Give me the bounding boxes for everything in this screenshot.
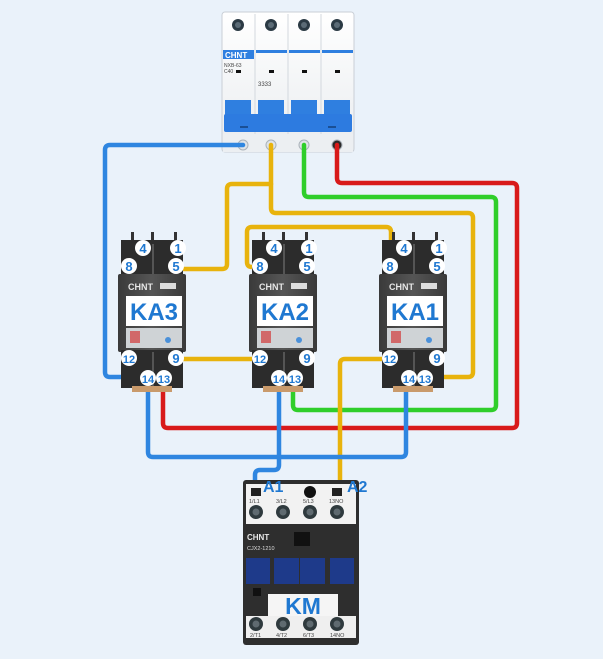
contactor-model: CJX2-1210 xyxy=(247,546,275,552)
breaker-rating: C40 xyxy=(224,69,233,75)
terminal-badge xyxy=(299,350,315,366)
terminal-label: 5/L3 xyxy=(303,499,314,505)
breaker-toggle[interactable] xyxy=(224,100,352,132)
terminal-badge xyxy=(266,240,282,256)
terminal-badge xyxy=(170,240,186,256)
contactor-label: KM xyxy=(285,593,321,619)
relay-brand: CHNT xyxy=(128,282,153,292)
wire-yellow xyxy=(177,142,274,272)
terminal-label: 1/L1 xyxy=(249,499,260,505)
wire-yellow xyxy=(337,356,393,495)
terminal-badge xyxy=(299,258,315,274)
terminal-number-13: 13 xyxy=(158,374,170,386)
terminal-badge xyxy=(271,370,287,386)
terminal-label: 13NO xyxy=(329,499,344,505)
terminal-badge xyxy=(301,240,317,256)
terminal-badge xyxy=(429,258,445,274)
contactor-brand: CHNT xyxy=(247,533,269,542)
terminal-badge xyxy=(168,350,184,366)
terminal-badge xyxy=(401,370,417,386)
breaker-brand: CHNT xyxy=(225,51,247,60)
relay-label: KA3 xyxy=(130,299,178,326)
breaker-code: 3333 xyxy=(258,82,272,88)
terminal-number-9: 9 xyxy=(433,351,440,366)
coil-a1-label: A1 xyxy=(263,479,284,496)
terminal-badge xyxy=(287,370,303,386)
terminal-badge xyxy=(168,258,184,274)
wires xyxy=(102,142,520,495)
terminal-number-13: 13 xyxy=(289,374,301,386)
terminal-badge xyxy=(156,370,172,386)
terminal-number-9: 9 xyxy=(303,351,310,366)
relay-brand: CHNT xyxy=(259,282,284,292)
terminal-number-13: 13 xyxy=(419,374,431,386)
terminal-number-4: 4 xyxy=(400,241,408,256)
terminal-number-14: 14 xyxy=(142,374,155,386)
wire-yellow xyxy=(268,181,476,380)
breaker-model: NXB-63 xyxy=(224,63,242,69)
terminal-number-1: 1 xyxy=(174,241,181,256)
terminal-number-1: 1 xyxy=(435,241,442,256)
terminal-badge xyxy=(396,240,412,256)
contactor-km: 1/L1 3/L2 5/L3 13NO CHNT CJX2-1210 KM 2/… xyxy=(243,479,368,645)
terminal-label: 3/L2 xyxy=(276,499,287,505)
circuit-breaker: CHNT NXB-63 C40 3333 xyxy=(221,11,355,153)
terminal-number-5: 5 xyxy=(303,259,310,274)
terminal-badge xyxy=(135,240,151,256)
terminal-number-14: 14 xyxy=(273,374,286,386)
wire-red xyxy=(160,142,520,431)
breaker-bottom-terminals xyxy=(223,134,353,152)
terminal-number-9: 9 xyxy=(172,351,179,366)
terminal-badge xyxy=(252,350,268,366)
terminal-number-4: 4 xyxy=(139,241,147,256)
terminal-number-4: 4 xyxy=(270,241,278,256)
terminal-label: 6/T3 xyxy=(303,633,314,639)
terminal-number-12: 12 xyxy=(123,354,135,366)
terminal-badge xyxy=(140,370,156,386)
terminal-number-8: 8 xyxy=(386,259,393,274)
terminal-number-14: 14 xyxy=(403,374,416,386)
wire-blue xyxy=(252,375,282,495)
relay-label: KA2 xyxy=(261,299,309,326)
contactor-bottom-screws xyxy=(249,617,344,631)
terminal-number-8: 8 xyxy=(256,259,263,274)
terminal-badge xyxy=(431,240,447,256)
terminal-badge xyxy=(121,258,137,274)
coil-a2-label: A2 xyxy=(347,479,368,496)
wire-yellow xyxy=(244,224,394,270)
relay-label: KA1 xyxy=(391,299,439,326)
contactor-top-screws xyxy=(249,486,344,519)
terminal-number-8: 8 xyxy=(125,259,132,274)
terminal-number-12: 12 xyxy=(254,354,266,366)
terminal-badge xyxy=(121,350,137,366)
terminal-label: 4/T2 xyxy=(276,633,287,639)
relay-brand: CHNT xyxy=(389,282,414,292)
wire-blue xyxy=(102,142,246,380)
terminal-label: 2/T1 xyxy=(250,633,261,639)
terminal-number-12: 12 xyxy=(384,354,396,366)
terminal-badge xyxy=(429,350,445,366)
terminal-label: 14NO xyxy=(330,633,345,639)
terminal-badge xyxy=(252,258,268,274)
wire-green xyxy=(290,142,499,413)
terminal-number-5: 5 xyxy=(433,259,440,274)
terminal-badge xyxy=(382,350,398,366)
terminal-number-5: 5 xyxy=(172,259,179,274)
terminal-number-1: 1 xyxy=(305,241,312,256)
terminal-badge xyxy=(382,258,398,274)
breaker-top-screws xyxy=(232,19,343,31)
terminal-badge xyxy=(417,370,433,386)
